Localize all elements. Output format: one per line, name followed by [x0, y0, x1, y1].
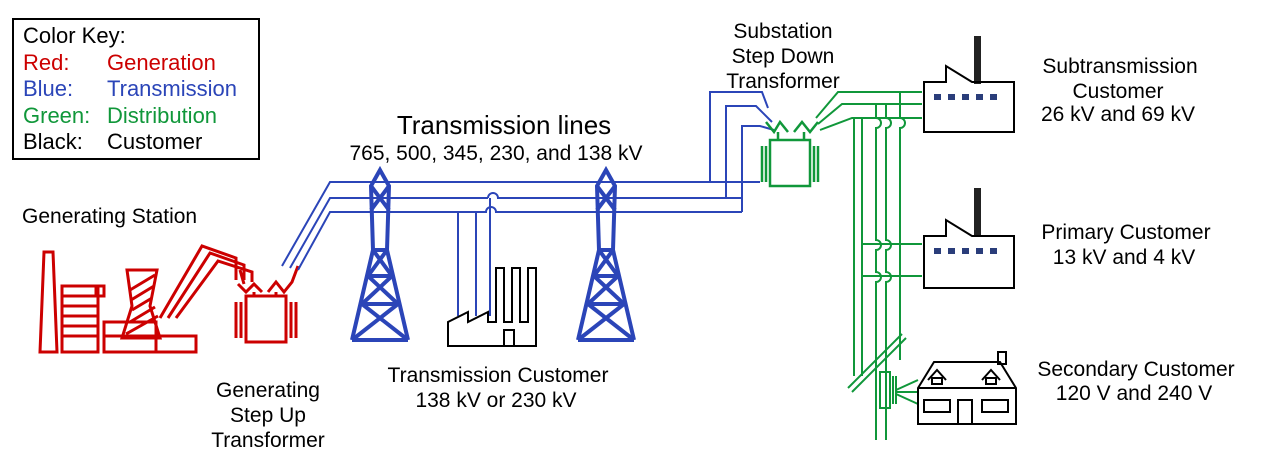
key-black-meaning: Customer: [107, 129, 203, 154]
primary-customer-factory-icon: [923, 188, 1015, 289]
key-green-meaning: Distribution: [107, 102, 218, 128]
key-blue-meaning: Transmission: [107, 76, 237, 101]
color-key: Color Key: Red: Generation Blue: Transmiss…: [12, 18, 260, 160]
transmission-voltages: 765, 500, 345, 230, and 138 kV: [349, 142, 643, 165]
key-green-name: Green:: [23, 102, 91, 128]
key-black-name: Black:: [23, 129, 83, 154]
transmission-customer-label-line1: Transmission Customer: [387, 364, 609, 387]
subtransmission-label-line3: 26 kV and 69 kV: [1040, 103, 1196, 126]
transmission-lines-title: Transmission lines: [396, 110, 612, 140]
key-red-meaning: Generation: [107, 49, 216, 75]
transmission-tower-1-icon: [350, 165, 410, 342]
step-up-label-line2: Step Up: [230, 404, 306, 427]
key-red-name: Red:: [23, 49, 70, 75]
step-up-transformer-icon: [234, 265, 300, 344]
generating-station-icon: [38, 244, 254, 354]
secondary-customer-label-line1: Secondary Customer: [1037, 358, 1235, 381]
step-up-label-line1: Generating: [216, 379, 320, 402]
subtransmission-label-line1: Subtransmission: [1042, 55, 1198, 78]
secondary-customer-label-line2: 120 V and 240 V: [1055, 382, 1213, 405]
transmission-tower-2-icon: [576, 165, 636, 342]
color-key-title: Color Key:: [23, 23, 126, 48]
subtransmission-customer-factory-icon: [923, 36, 1015, 133]
primary-customer-label-line2: 13 kV and 4 kV: [1052, 246, 1196, 269]
transmission-customer-label-line2: 138 kV or 230 kV: [415, 389, 577, 412]
substation-label-line1: Substation: [733, 20, 833, 43]
secondary-customer-house-icon: [917, 351, 1017, 425]
subtransmission-label-line2: Customer: [1072, 80, 1164, 103]
step-up-label-line3: Transformer: [211, 429, 325, 452]
substation-label-line2: Step Down: [731, 45, 835, 68]
key-blue-name: Blue:: [23, 76, 74, 101]
transmission-lines: [281, 91, 775, 316]
transmission-customer-factory-icon: [447, 267, 537, 347]
substation-label-line3: Transformer: [726, 70, 840, 93]
step-down-transformer-icon: [760, 119, 820, 188]
distribution-lines: [815, 91, 922, 440]
primary-customer-label-line1: Primary Customer: [1041, 221, 1211, 244]
generating-station-label: Generating Station: [22, 205, 198, 228]
